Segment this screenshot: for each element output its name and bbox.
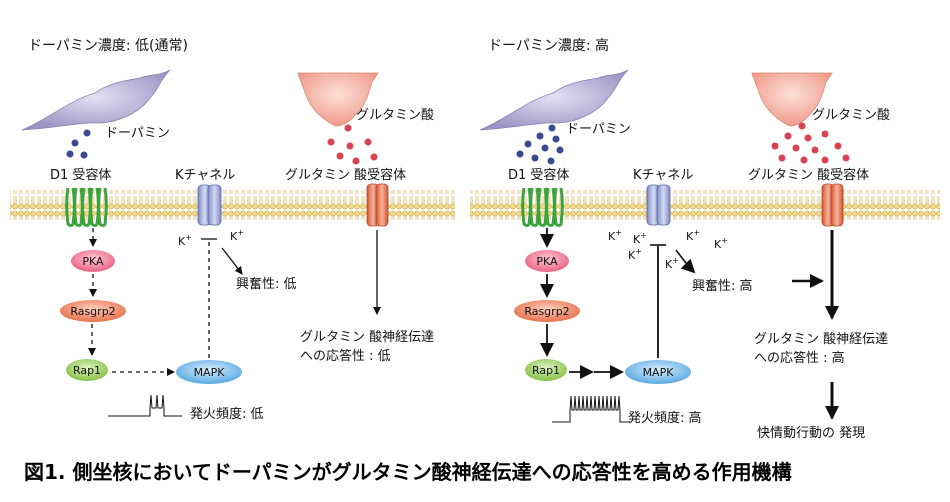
right-glu-receptor [821, 183, 844, 227]
right-firing-trace [552, 395, 630, 423]
right-pka-node [525, 250, 569, 272]
left-k-ion-1: K+ [178, 233, 192, 248]
right-rasgrp2-node [514, 300, 580, 322]
left-glutamate-terminal [297, 72, 379, 127]
right-rap1-node [525, 359, 567, 381]
left-mapk-label: MAPK [194, 366, 226, 379]
right-glutamate-dots [771, 122, 850, 164]
right-rasgrp2-label: Rasgrp2 [524, 305, 569, 318]
left-dopamine-terminal [21, 69, 171, 131]
right-mapk-label: MAPK [643, 366, 675, 379]
right-k-ion-5: K+ [686, 228, 700, 243]
right-d1-receptor [521, 187, 564, 227]
right-pka-label: PKA [536, 255, 558, 268]
right-k-ion-1: K+ [608, 228, 622, 243]
right-d1-label: D1 受容体 [508, 167, 569, 183]
left-pka-label: PKA [82, 255, 104, 268]
left-dopamine-dots [66, 129, 91, 159]
right-dopamine-terminal [479, 69, 629, 131]
figure-caption: 図1. 側坐核においてドーパミンがグルタミン酸神経伝達への応答性を高める作用機構 [24, 460, 792, 484]
right-firing-label: 発火頻度: 高 [628, 410, 702, 426]
left-glutamate-label: グルタミン酸 [356, 108, 434, 123]
right-title: ドーパミン濃度: 高 [488, 37, 609, 54]
left-k-efflux-arrow [221, 247, 243, 275]
left-firing-label: 発火頻度: 低 [190, 406, 264, 422]
left-k-ion-2: K+ [230, 228, 244, 243]
left-response-line1: グルタミン 酸神経伝達 [300, 330, 434, 345]
left-mapk-node [176, 360, 242, 384]
left-glutamate-dots [327, 124, 378, 165]
left-kchannel-label: Kチャネル [175, 168, 235, 183]
left-glu-receptor [366, 183, 389, 227]
left-pka-node [71, 250, 115, 272]
right-glutamate-terminal [751, 72, 833, 127]
left-glu-receptor-label: グルタミン 酸受容体 [285, 167, 406, 183]
left-rap1-node [66, 359, 108, 381]
left-d1-receptor [65, 187, 108, 227]
left-k-channel [197, 184, 222, 226]
right-mapk-node [625, 360, 691, 384]
left-rasgrp2-label: Rasgrp2 [70, 305, 115, 318]
right-excitability-label: 興奮性: 高 [692, 278, 753, 294]
right-response-line2: への応答性 : 高 [754, 350, 845, 366]
left-d1-label: D1 受容体 [50, 167, 111, 183]
right-glu-receptor-label: グルタミン 酸受容体 [748, 167, 869, 183]
right-strong-signaling-arrows [540, 228, 659, 379]
right-dopamine-label: ドーパミン [566, 122, 631, 137]
left-title: ドーパミン濃度: 低(通常) [28, 38, 188, 54]
right-k-ion-2: K+ [633, 231, 647, 246]
left-rasgrp2-node [60, 300, 126, 322]
right-k-efflux-arrow [675, 249, 696, 274]
right-k-ion-4: K+ [665, 256, 679, 271]
left-dopamine-label: ドーパミン [105, 126, 170, 141]
right-k-ion-6: K+ [714, 236, 728, 251]
right-kchannel-label: Kチャネル [633, 168, 693, 183]
right-dopamine-dots [516, 124, 564, 165]
right-response-line1: グルタミン 酸神経伝達 [754, 332, 888, 347]
right-glutamate-label: グルタミン酸 [812, 108, 890, 123]
right-behavior-label: 快情動行動の 発現 [757, 426, 865, 441]
left-weak-signaling-arrows [88, 228, 210, 376]
left-excitability-label: 興奮性: 低 [236, 277, 297, 292]
right-k-channel [646, 184, 671, 226]
right-rap1-label: Rap1 [532, 364, 560, 377]
left-response-line2: への応答性 : 低 [300, 348, 391, 364]
left-rap1-label: Rap1 [73, 364, 101, 377]
right-k-ion-3: K+ [628, 247, 642, 262]
left-firing-trace [108, 394, 182, 417]
